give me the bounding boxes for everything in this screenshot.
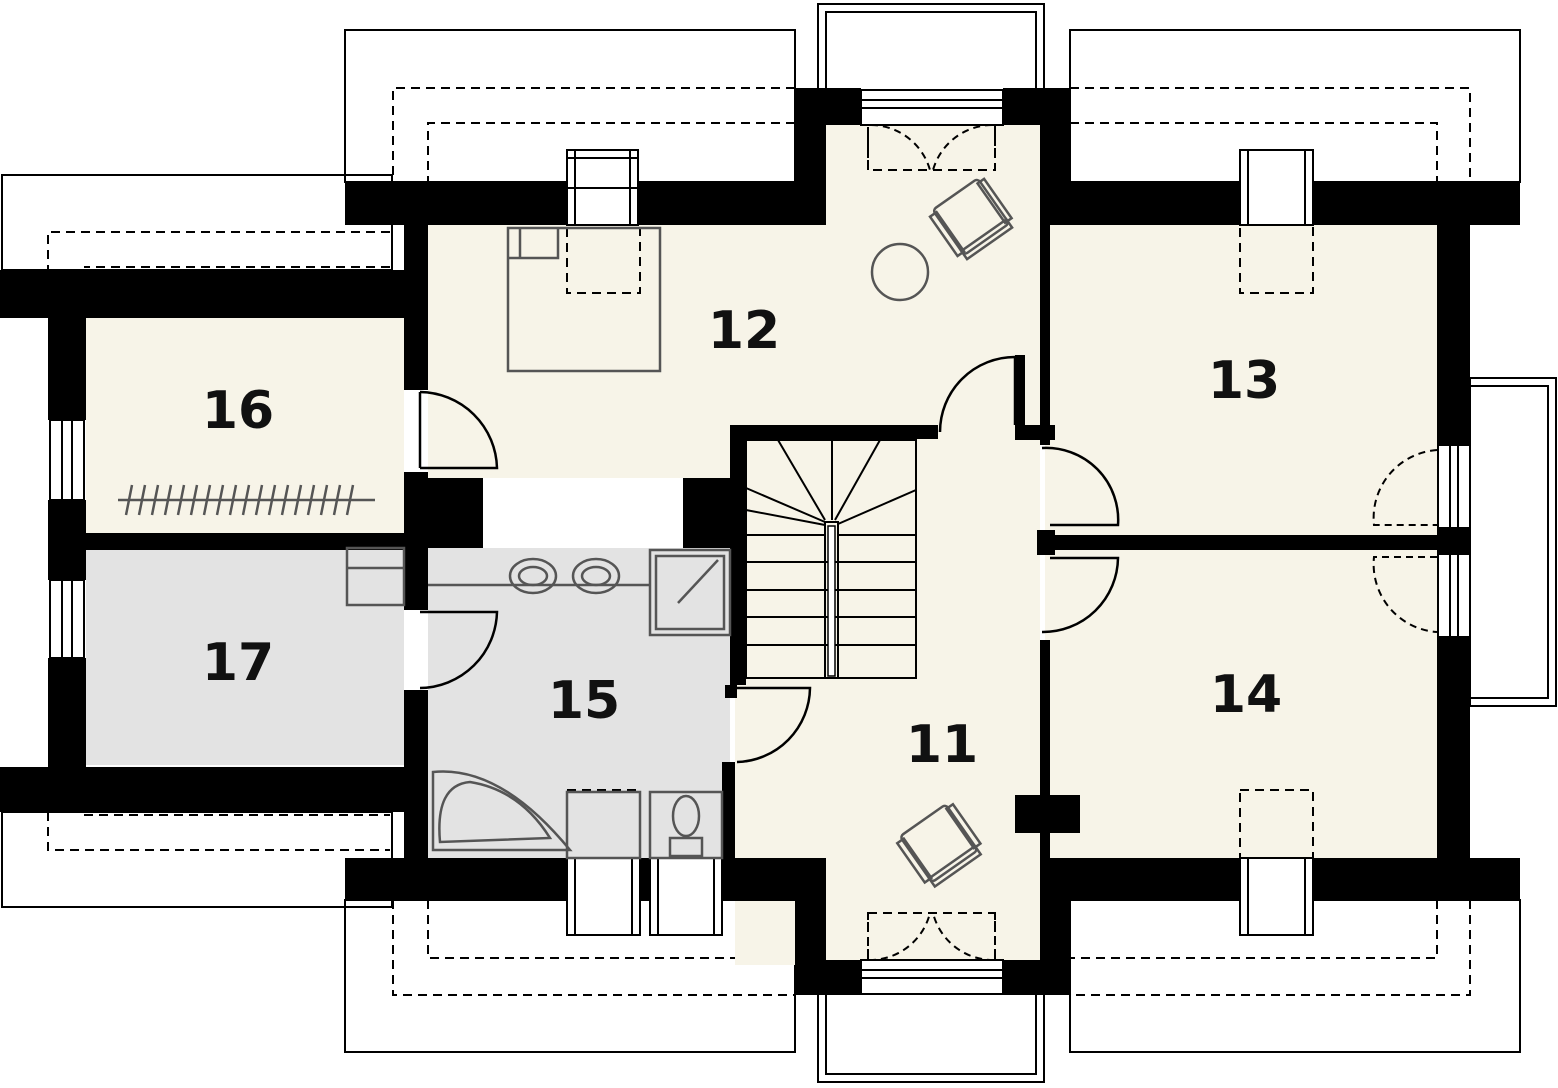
staircase bbox=[745, 439, 917, 679]
room-label-16: 16 bbox=[202, 381, 274, 441]
room-label-17: 17 bbox=[202, 633, 274, 693]
room-14-floor bbox=[1045, 550, 1437, 858]
windows bbox=[49, 89, 1471, 995]
clothes-rail bbox=[118, 484, 375, 516]
room-label-12: 12 bbox=[708, 301, 780, 361]
room-12-floor bbox=[428, 125, 1040, 478]
doors bbox=[418, 123, 1438, 962]
room-label-13: 13 bbox=[1208, 351, 1280, 411]
room-17-floor bbox=[86, 550, 404, 765]
furniture bbox=[118, 177, 1014, 889]
room-label-11: 11 bbox=[906, 715, 978, 775]
walls bbox=[0, 88, 1520, 995]
room-label-14: 14 bbox=[1210, 665, 1282, 725]
room-labels: 12 13 16 17 15 14 11 bbox=[202, 301, 1282, 775]
room-label-15: 15 bbox=[548, 671, 620, 731]
